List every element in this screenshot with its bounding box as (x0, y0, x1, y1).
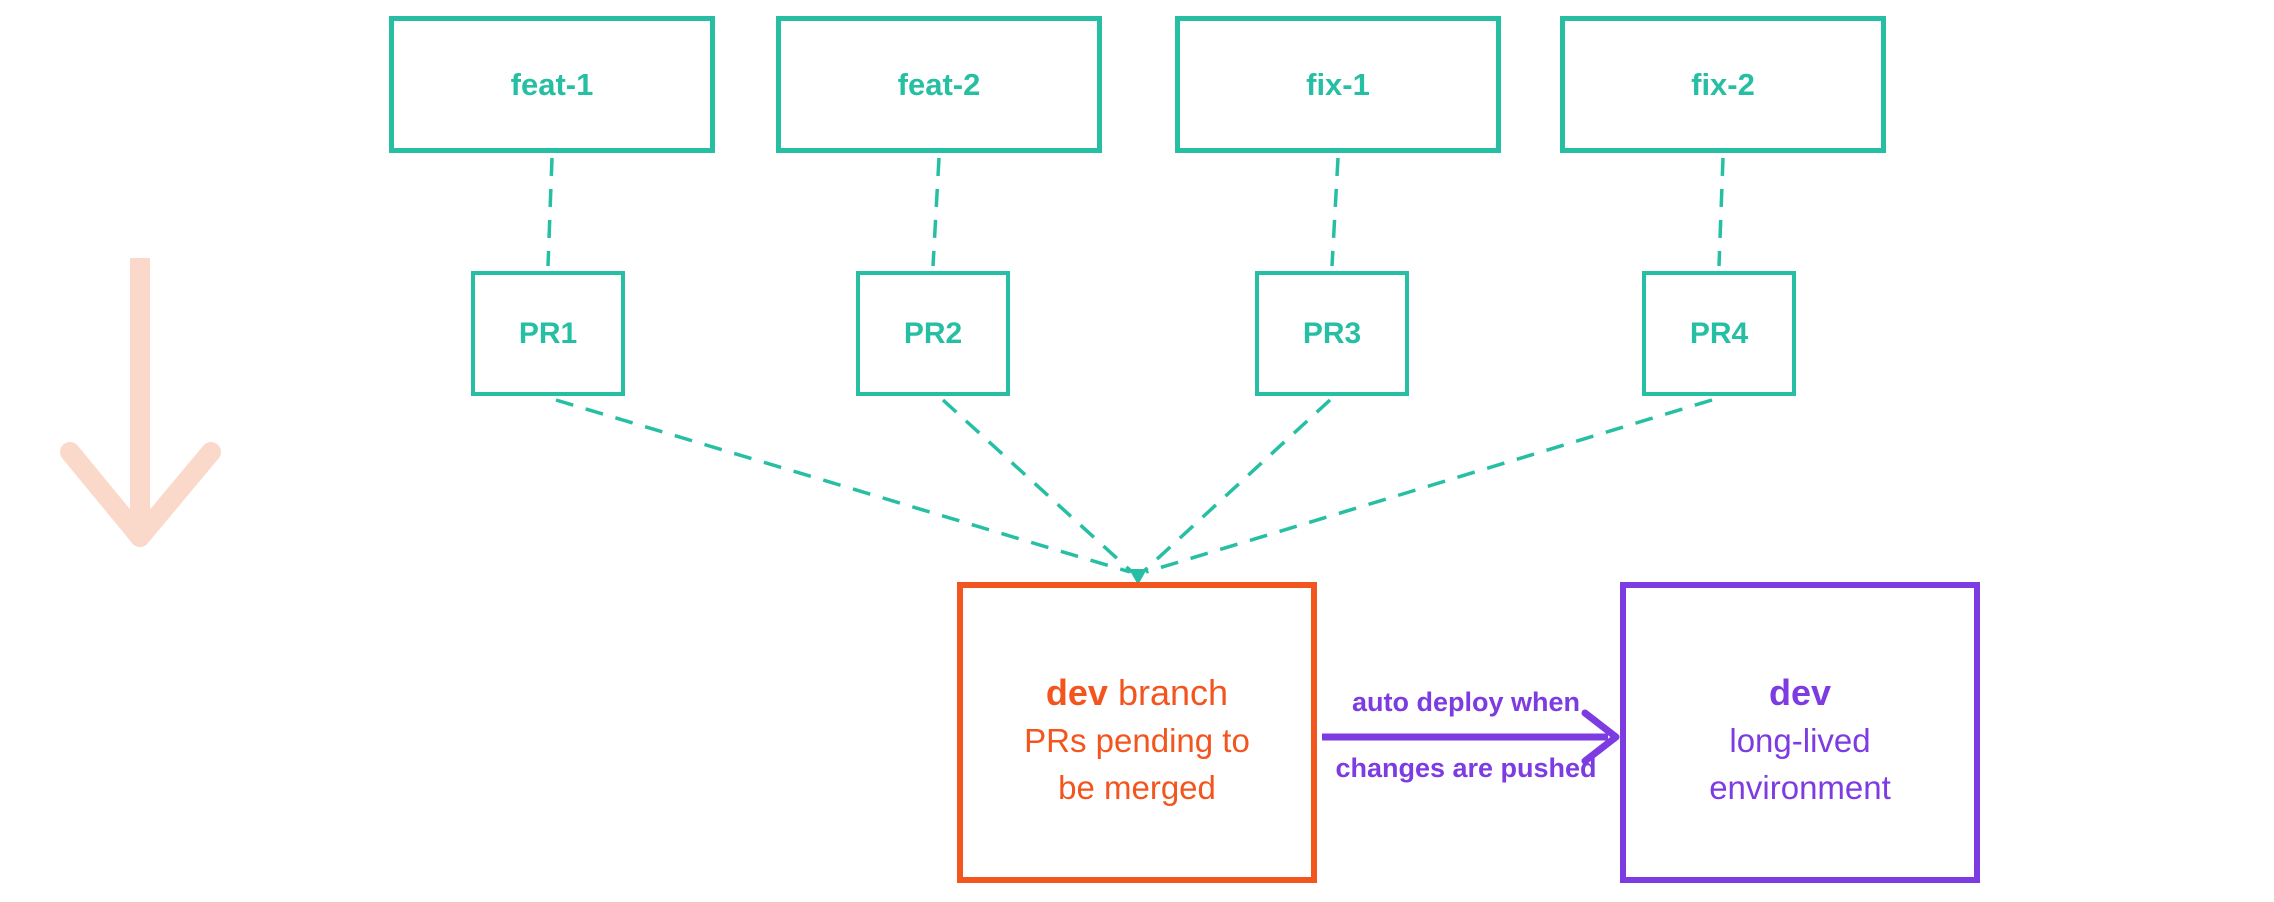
pr-merge-connector (1145, 398, 1713, 574)
branch-label: fix-1 (1306, 66, 1370, 102)
deploy-arrow-label-line2: changes are pushed (1335, 753, 1597, 783)
pr-label: PR2 (903, 316, 963, 350)
pr-label: PR3 (1302, 316, 1362, 350)
deploy-arrow-label-line1: auto deploy when (1351, 687, 1580, 717)
branch-label: feat-2 (897, 66, 981, 102)
dev-branch-title-bold: dev (1045, 671, 1108, 713)
pr-label: PR4 (1689, 316, 1749, 350)
branch-box-feat-2: feat-2 (776, 16, 1102, 153)
branch-box-fix-2: fix-2 (1560, 16, 1886, 153)
pr-box-3: PR3 (1255, 271, 1409, 396)
dev-env-title: dev (1768, 671, 1832, 713)
dev-branch-subtitle: PRs pending to (1024, 721, 1250, 759)
dev-env-subtitle: environment (1709, 768, 1891, 806)
deploy-arrowhead-icon (1581, 709, 1620, 765)
branch-label: fix-2 (1691, 66, 1755, 102)
dev-branch-subtitle: be merged (1058, 768, 1216, 806)
pr-merge-connector (1141, 398, 1332, 574)
dev-branch-title: dev branch (1046, 669, 1228, 717)
merge-arrowhead-icon (1129, 569, 1147, 585)
pr-box-1: PR1 (471, 271, 625, 396)
pr-merge-connector (555, 398, 1131, 574)
dev-env-subtitle: long-lived (1729, 721, 1871, 759)
branch-box-fix-1: fix-1 (1175, 16, 1501, 153)
branch-pr-connector (931, 157, 941, 267)
dev-branch-box: dev branch PRs pending to be merged (957, 582, 1317, 883)
branch-pr-connector (1330, 157, 1340, 267)
branch-box-feat-1: feat-1 (389, 16, 715, 153)
branch-label: feat-1 (510, 66, 594, 102)
dev-environment-box: dev long-lived environment (1620, 582, 1980, 883)
branch-pr-connector (1717, 157, 1725, 267)
pr-box-2: PR2 (856, 271, 1010, 396)
branch-pr-connector (546, 157, 554, 267)
deploy-arrow (1322, 709, 1620, 765)
down-arrow-icon (60, 258, 221, 547)
pr-label: PR1 (518, 316, 578, 350)
pr-merge-connector (941, 398, 1134, 574)
pr-box-4: PR4 (1642, 271, 1796, 396)
dev-branch-title-rest: branch (1117, 671, 1229, 713)
